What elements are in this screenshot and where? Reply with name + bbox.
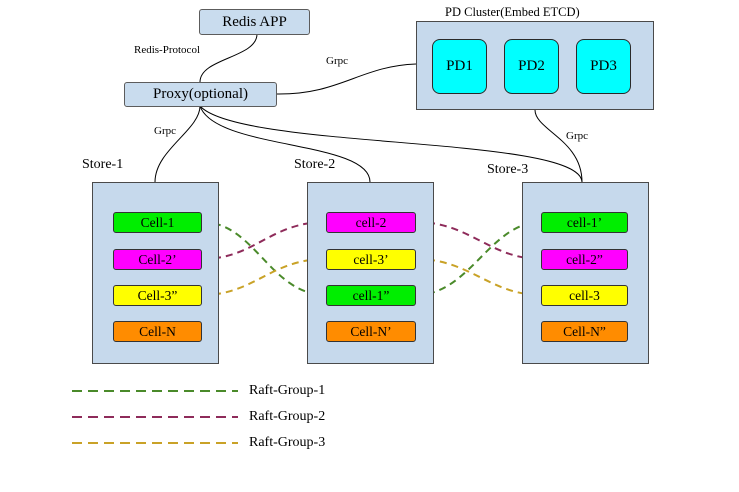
store-3-cell-3: cell-3 <box>541 285 628 306</box>
grpc-pd-store-label: Grpc <box>566 130 588 142</box>
legend-label-group-3: Raft-Group-3 <box>249 435 326 450</box>
store-2-cell-n: Cell-N’ <box>326 321 416 342</box>
redis-app-node: Redis APP <box>199 9 310 35</box>
store-3-cell-n: Cell-N” <box>541 321 628 342</box>
redis-to-proxy-line <box>199 33 258 83</box>
proxy-to-pd-line <box>275 63 417 95</box>
store-2-label: Store-2 <box>294 157 336 172</box>
store-3-label: Store-3 <box>487 162 529 177</box>
proxy-to-store3-line <box>199 105 583 183</box>
pd-node-1: PD1 <box>432 39 487 94</box>
store-2-cell-1: cell-1” <box>326 285 416 306</box>
store-1-label: Store-1 <box>82 157 124 172</box>
legend-label-group-2: Raft-Group-2 <box>249 409 326 424</box>
pd-to-store3-line <box>534 109 583 183</box>
store-3-cell-1: cell-1’ <box>541 212 628 233</box>
store-2-cell-3: cell-3’ <box>326 249 416 270</box>
grpc-proxy-pd-label: Grpc <box>326 55 348 67</box>
pd-cluster-title: PD Cluster(Embed ETCD) <box>445 5 580 19</box>
pd-node-2: PD2 <box>504 39 559 94</box>
store-1-cell-1: Cell-1 <box>113 212 202 233</box>
store-3-cell-2: cell-2” <box>541 249 628 270</box>
proxy-to-store1-line <box>154 105 201 183</box>
redis-protocol-label: Redis-Protocol <box>134 44 200 56</box>
pd-node-3: PD3 <box>576 39 631 94</box>
store-2-cell-2: cell-2 <box>326 212 416 233</box>
proxy-node: Proxy(optional) <box>124 82 277 107</box>
store-1-cell-n: Cell-N <box>113 321 202 342</box>
store-1-cell-2: Cell-2’ <box>113 249 202 270</box>
proxy-label: Proxy(optional) <box>153 86 248 102</box>
legend-label-group-1: Raft-Group-1 <box>249 383 326 398</box>
redis-app-label: Redis APP <box>222 13 287 30</box>
store-1-cell-3: Cell-3” <box>113 285 202 306</box>
proxy-to-store2-line <box>199 105 371 183</box>
raft-group-1-link-a <box>201 221 327 296</box>
grpc-proxy-store-label: Grpc <box>154 125 176 137</box>
